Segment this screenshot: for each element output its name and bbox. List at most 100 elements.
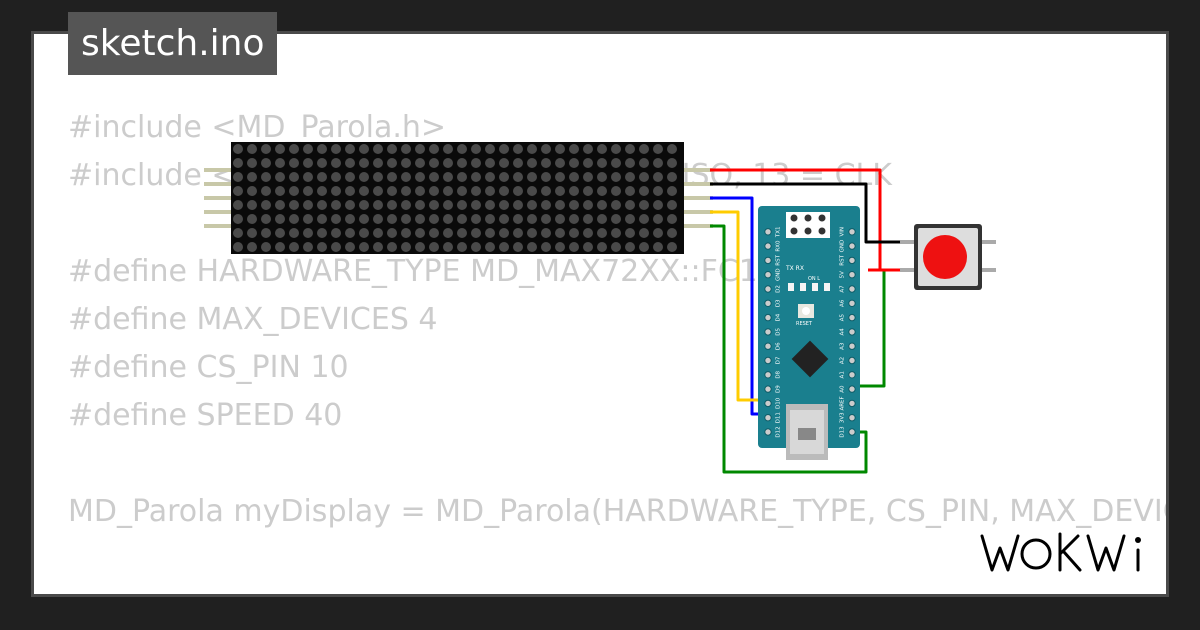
matrix-dot bbox=[275, 158, 285, 168]
pin-a1[interactable] bbox=[848, 371, 856, 379]
matrix-dot bbox=[345, 158, 355, 168]
pin-label: D7 bbox=[776, 356, 782, 364]
matrix-output-pins bbox=[683, 168, 713, 228]
matrix-dot bbox=[611, 186, 621, 196]
matrix-dot bbox=[597, 228, 607, 238]
pin-label: AREF bbox=[840, 396, 846, 410]
pin-d3[interactable] bbox=[764, 299, 772, 307]
matrix-dot bbox=[303, 186, 313, 196]
pin-gnd[interactable] bbox=[764, 271, 772, 279]
pin-a0[interactable] bbox=[848, 385, 856, 393]
pin-a5[interactable] bbox=[848, 313, 856, 322]
pin-d8[interactable] bbox=[764, 371, 772, 379]
pin-d4[interactable] bbox=[764, 313, 772, 322]
pin-label: RX0 bbox=[776, 240, 782, 252]
matrix-dot bbox=[485, 158, 495, 168]
pin-vin[interactable] bbox=[848, 228, 856, 236]
matrix-dot bbox=[499, 158, 509, 168]
pin-label: RST bbox=[840, 254, 846, 265]
matrix-dot bbox=[527, 144, 537, 154]
pin-d13[interactable] bbox=[848, 428, 856, 436]
matrix-dot bbox=[359, 172, 369, 182]
matrix-dot bbox=[401, 144, 411, 154]
matrix-dot bbox=[289, 200, 299, 210]
arduino-nano[interactable]: D12D11D10D9D8D7D6D5D4D3D2GNDRSTRX0TX1D13… bbox=[758, 206, 860, 460]
pin-label: A2 bbox=[840, 357, 846, 364]
pin-rst[interactable] bbox=[848, 256, 856, 265]
matrix-dot bbox=[331, 186, 341, 196]
push-button[interactable] bbox=[900, 224, 996, 290]
matrix-dot bbox=[513, 242, 523, 252]
pin-d11[interactable] bbox=[764, 414, 772, 422]
matrix-dot bbox=[303, 200, 313, 210]
pin-5v[interactable] bbox=[848, 271, 856, 279]
pin-label: D11 bbox=[776, 412, 782, 423]
matrix-dot bbox=[373, 200, 383, 210]
matrix-dot bbox=[541, 186, 551, 196]
matrix-dot bbox=[485, 186, 495, 196]
pin-rst[interactable] bbox=[764, 256, 772, 265]
matrix-dot bbox=[261, 214, 271, 224]
matrix-dot bbox=[527, 186, 537, 196]
pin-d10[interactable] bbox=[764, 399, 772, 408]
led-matrix[interactable] bbox=[204, 142, 713, 254]
matrix-dot bbox=[247, 214, 257, 224]
matrix-dot bbox=[345, 228, 355, 238]
matrix-dot bbox=[597, 158, 607, 168]
matrix-dot bbox=[317, 242, 327, 252]
matrix-dot bbox=[639, 172, 649, 182]
matrix-dot bbox=[667, 158, 677, 168]
matrix-dot bbox=[261, 158, 271, 168]
wokwi-logo bbox=[980, 532, 1141, 572]
icsp-header bbox=[786, 212, 830, 238]
matrix-dot bbox=[401, 172, 411, 182]
pin-gnd[interactable] bbox=[848, 242, 856, 250]
pin-3v3[interactable] bbox=[848, 414, 856, 422]
file-tab[interactable]: sketch.ino bbox=[68, 12, 278, 75]
pin-d7[interactable] bbox=[764, 356, 772, 365]
button-cap[interactable] bbox=[923, 235, 967, 279]
usb-connector bbox=[786, 404, 828, 460]
pin-d6[interactable] bbox=[764, 342, 772, 350]
pin-d9[interactable] bbox=[764, 385, 772, 393]
matrix-dot bbox=[541, 144, 551, 154]
pin-aref[interactable] bbox=[848, 399, 856, 408]
pin-d2[interactable] bbox=[764, 285, 772, 293]
pin-a4[interactable] bbox=[848, 328, 856, 336]
matrix-dot bbox=[485, 228, 495, 238]
microcontroller-chip bbox=[791, 340, 829, 378]
pin-d5[interactable] bbox=[764, 328, 772, 336]
matrix-dot bbox=[415, 214, 425, 224]
pin-a3[interactable] bbox=[848, 342, 856, 350]
matrix-dot bbox=[345, 214, 355, 224]
matrix-dot bbox=[555, 186, 565, 196]
matrix-dot bbox=[415, 228, 425, 238]
matrix-dot bbox=[555, 144, 565, 154]
matrix-dot bbox=[387, 200, 397, 210]
matrix-dot bbox=[639, 228, 649, 238]
matrix-dot bbox=[247, 242, 257, 252]
matrix-dot bbox=[359, 242, 369, 252]
pin-tx1[interactable] bbox=[764, 228, 772, 236]
pin-d12[interactable] bbox=[764, 428, 772, 436]
matrix-dot bbox=[583, 242, 593, 252]
matrix-dot bbox=[373, 172, 383, 182]
matrix-dot bbox=[653, 242, 663, 252]
matrix-dot bbox=[443, 214, 453, 224]
matrix-dot bbox=[471, 172, 481, 182]
matrix-dot bbox=[611, 228, 621, 238]
matrix-dot bbox=[233, 172, 243, 182]
matrix-dot bbox=[275, 200, 285, 210]
matrix-dot bbox=[289, 228, 299, 238]
pin-rx0[interactable] bbox=[764, 242, 772, 250]
matrix-dot bbox=[359, 200, 369, 210]
pin-a7[interactable] bbox=[848, 285, 856, 293]
matrix-dot bbox=[541, 228, 551, 238]
matrix-dot bbox=[513, 186, 523, 196]
matrix-dot bbox=[485, 200, 495, 210]
pin-a2[interactable] bbox=[848, 356, 856, 365]
pin-a6[interactable] bbox=[848, 299, 856, 307]
matrix-dot bbox=[541, 172, 551, 182]
code-line: #define SPEED 40 bbox=[68, 398, 343, 433]
